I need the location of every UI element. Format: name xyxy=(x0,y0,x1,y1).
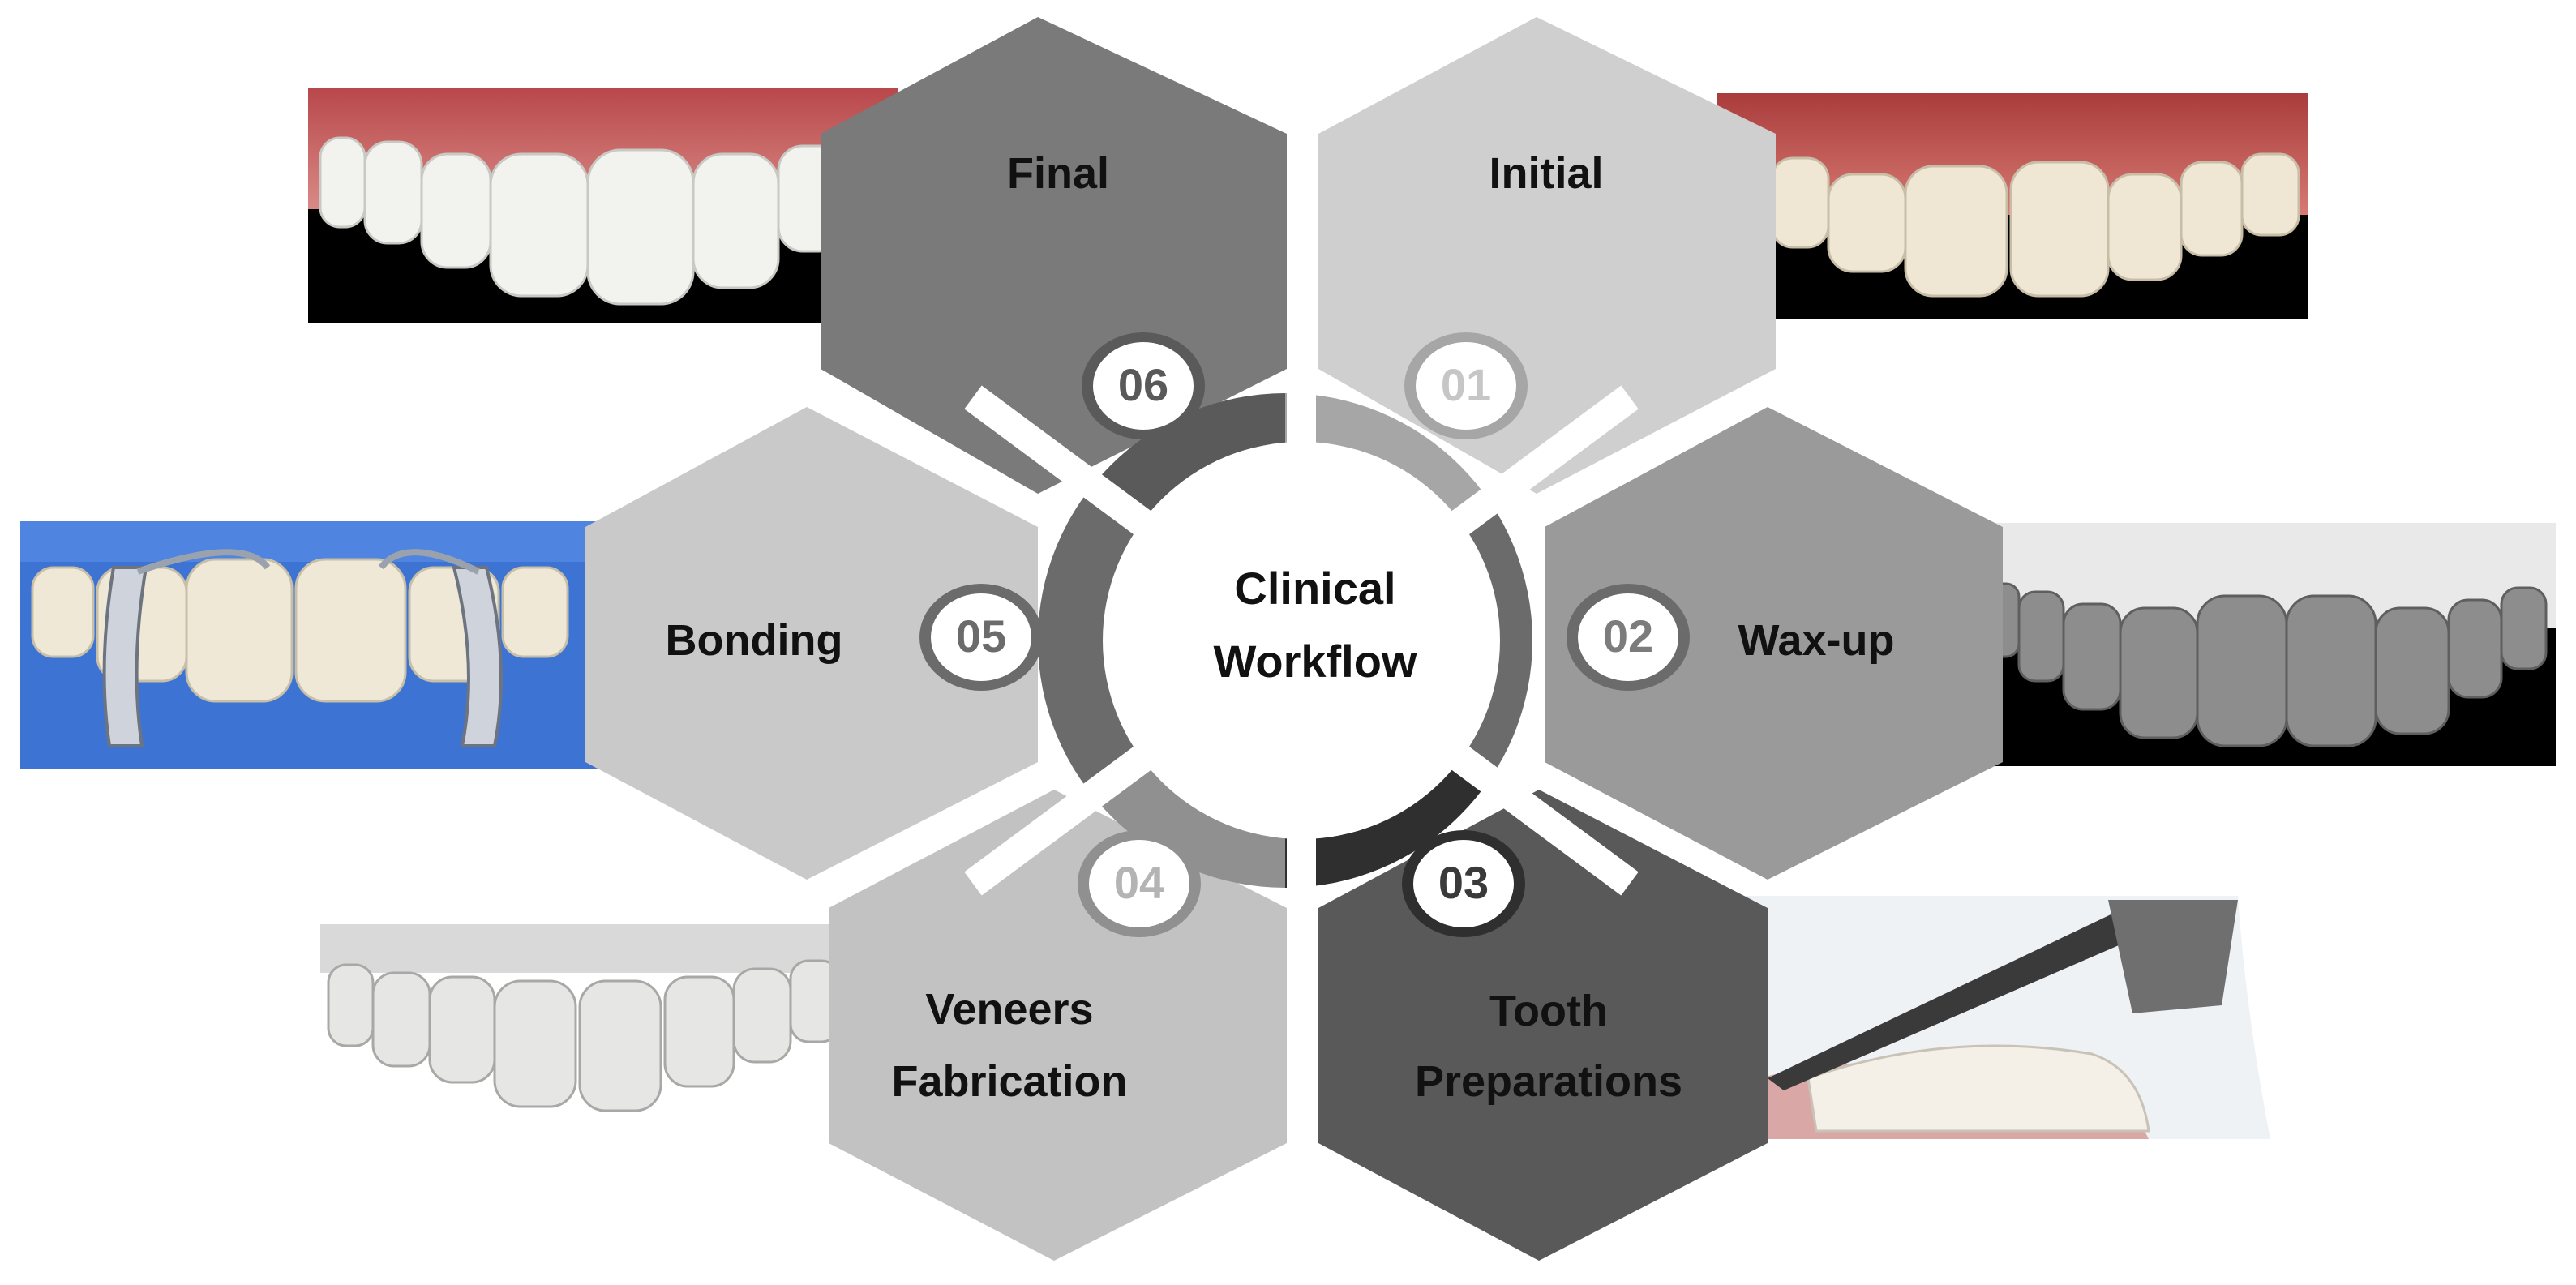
step-number-04: 04 xyxy=(1114,857,1164,908)
badge-03: 03 xyxy=(1402,830,1525,937)
veneers-photo xyxy=(312,924,855,1112)
step-label-bonding: Bonding xyxy=(666,616,843,665)
center-disk xyxy=(1103,442,1500,839)
step-label-waxup: Wax-up xyxy=(1738,616,1895,665)
wax-up-model-photo xyxy=(1965,523,2556,766)
step-number-02: 02 xyxy=(1603,610,1653,662)
center-title-line2: Workflow xyxy=(1214,636,1417,687)
tooth-preparation-photo xyxy=(1727,896,2319,1139)
teeth-initial-photo xyxy=(1717,93,2308,319)
badge-06: 06 xyxy=(1082,332,1205,439)
step-number-03: 03 xyxy=(1438,857,1489,908)
badge-04: 04 xyxy=(1078,830,1201,937)
step-number-06: 06 xyxy=(1118,359,1168,410)
badge-05: 05 xyxy=(919,584,1043,691)
hexagon-02-waxup xyxy=(1545,407,2003,880)
step-label-tooth-line1: Tooth xyxy=(1489,987,1608,1035)
step-label-veneers-line1: Veneers xyxy=(925,985,1093,1034)
center-title-line1: Clinical xyxy=(1234,563,1395,614)
badge-02: 02 xyxy=(1567,584,1690,691)
step-label-initial: Initial xyxy=(1489,149,1603,198)
hexagon-05-bonding xyxy=(585,407,1038,880)
step-label-tooth-line2: Preparations xyxy=(1415,1057,1682,1106)
bonding-matrix-photo xyxy=(20,521,612,769)
badge-01: 01 xyxy=(1404,332,1528,439)
step-label-final: Final xyxy=(1007,149,1109,198)
step-number-01: 01 xyxy=(1441,359,1491,410)
teeth-final-photo xyxy=(308,88,898,323)
step-label-veneers-line2: Fabrication xyxy=(891,1057,1127,1106)
step-number-05: 05 xyxy=(956,610,1006,662)
